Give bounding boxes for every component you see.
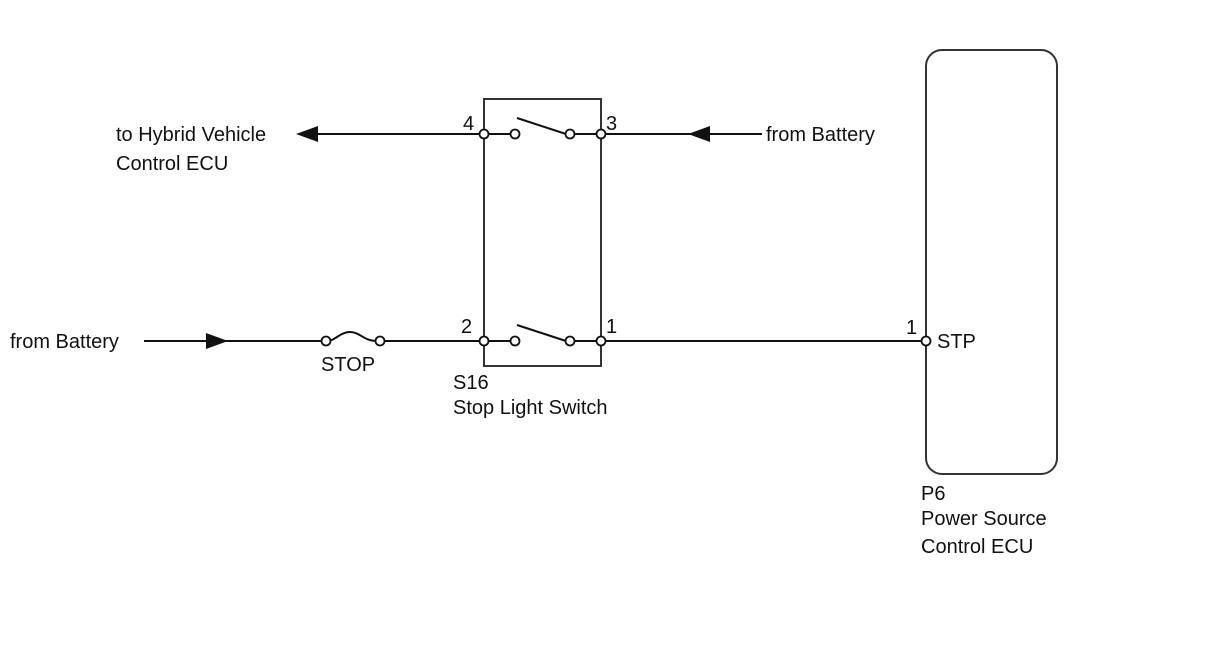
switch-top-blade	[516, 117, 567, 135]
ecu-pin-name-label: STP	[937, 331, 976, 353]
to-hybrid-label-line2: Control ECU	[116, 153, 228, 175]
stop-light-switch-body	[483, 98, 602, 367]
switch-terminal-2	[478, 335, 490, 347]
switch-bottom-contact-left	[509, 335, 521, 347]
ecu-terminal-1	[920, 335, 932, 347]
switch-top-contact-right	[564, 128, 576, 140]
arrow-to-hybrid-ecu	[296, 126, 318, 142]
ecu-name-line2-label: Control ECU	[921, 536, 1033, 558]
switch-pin-4-label: 4	[463, 113, 474, 135]
from-battery-top-label: from Battery	[766, 124, 875, 146]
switch-name-label: Stop Light Switch	[453, 397, 608, 419]
from-battery-left-label: from Battery	[10, 331, 119, 353]
switch-terminal-3	[595, 128, 607, 140]
arrow-from-battery-top	[688, 126, 710, 142]
switch-pin-2-label: 2	[461, 316, 472, 338]
switch-code-label: S16	[453, 372, 489, 394]
ecu-code-label: P6	[921, 483, 945, 505]
switch-bottom-blade	[516, 324, 567, 342]
fuse-label: STOP	[321, 354, 375, 376]
ecu-name-line1-label: Power Source	[921, 508, 1047, 530]
fuse-terminal-right	[374, 335, 386, 347]
arrow-from-battery-left	[206, 333, 228, 349]
switch-terminal-4	[478, 128, 490, 140]
switch-terminal-1	[595, 335, 607, 347]
stop-fuse-symbol	[326, 330, 377, 342]
switch-bottom-contact-right	[564, 335, 576, 347]
switch-top-contact-left	[509, 128, 521, 140]
fuse-terminal-left	[320, 335, 332, 347]
power-source-ecu-body	[925, 49, 1058, 475]
switch-pin-3-label: 3	[606, 113, 617, 135]
ecu-pin-1-label: 1	[906, 317, 917, 339]
to-hybrid-label-line1: to Hybrid Vehicle	[116, 124, 266, 146]
switch-pin-1-label: 1	[606, 316, 617, 338]
